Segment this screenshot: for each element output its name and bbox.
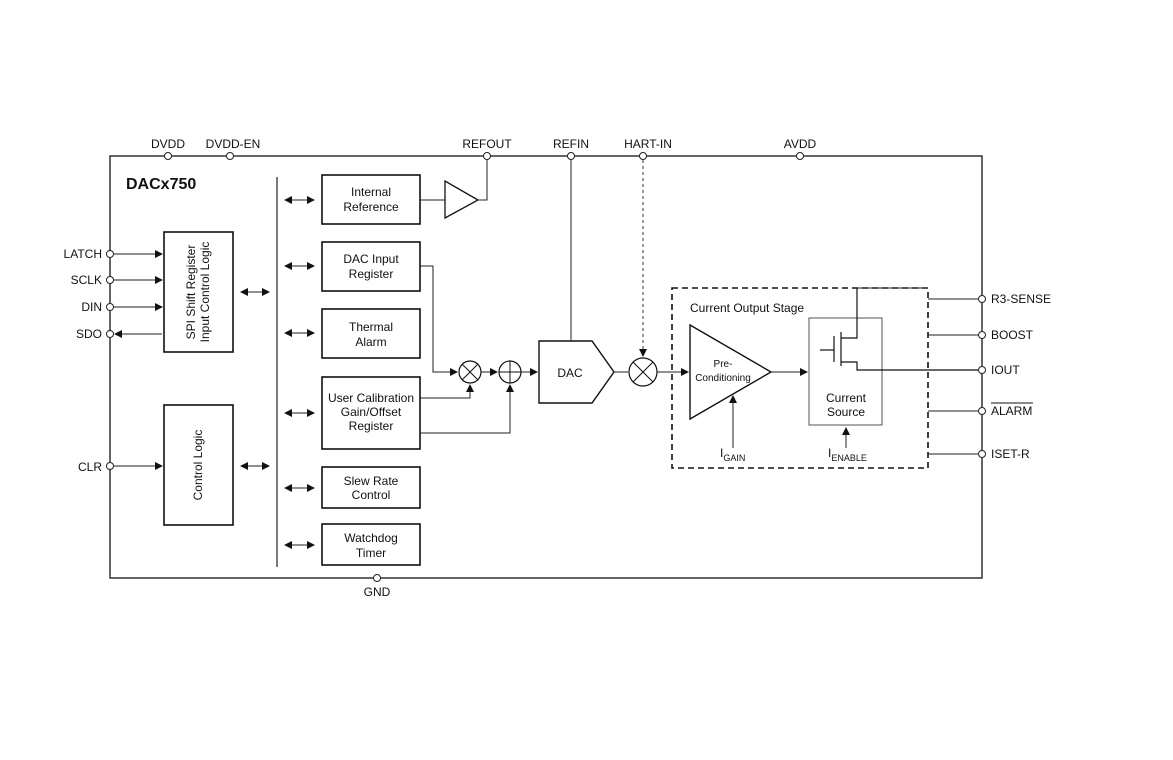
pin-din: [106, 303, 114, 311]
spi-block-label: SPI Shift Register: [184, 245, 198, 340]
pin-label-refout: REFOUT: [462, 137, 512, 151]
left-pins: LATCH SCLK DIN SDO CLR: [64, 247, 163, 474]
output-transistor: [820, 288, 978, 371]
pin-alarm: [978, 407, 986, 415]
dac-label: DAC: [557, 366, 583, 380]
pin-dvdd-en: [226, 152, 234, 160]
control-logic-label: Control Logic: [191, 430, 205, 501]
pin-hart-in: [639, 152, 647, 160]
pin-label-avdd: AVDD: [784, 137, 817, 151]
pin-clr: [106, 462, 114, 470]
pin-label-refin: REFIN: [553, 137, 589, 151]
pin-label-sclk: SCLK: [71, 273, 102, 287]
pin-label-latch: LATCH: [64, 247, 102, 261]
pin-label-gnd: GND: [364, 585, 391, 599]
pin-label-clr: CLR: [78, 460, 102, 474]
spi-block: [163, 231, 234, 353]
current-output-stage-label: Current Output Stage: [690, 301, 804, 315]
preconditioning-amp: [689, 323, 773, 421]
pin-latch: [106, 250, 114, 258]
pin-label-alarm: ALARM: [991, 404, 1032, 418]
reference-buffer: [444, 179, 480, 220]
pin-label-iout: IOUT: [991, 363, 1020, 377]
dac-block: [538, 340, 615, 404]
i-gain-label: IGAIN: [720, 446, 745, 463]
pin-boost: [978, 331, 986, 339]
pin-label-sdo: SDO: [76, 327, 102, 341]
current-source-block: [808, 317, 883, 426]
top-pins: DVDD DVDD-EN REFOUT REFIN HART-IN AVDD: [151, 137, 817, 160]
pin-label-boost: BOOST: [991, 328, 1034, 342]
thermal-alarm-block: [321, 308, 421, 359]
i-enable-label: IENABLE: [828, 446, 867, 463]
pin-dvdd: [164, 152, 172, 160]
slew-rate-block: [321, 466, 421, 509]
pin-sdo: [106, 330, 114, 338]
pin-refout: [483, 152, 491, 160]
dac-input-register-block: [321, 241, 421, 292]
spi-block-label-2: Input Control Logic: [198, 242, 212, 343]
user-calibration-block: [321, 376, 421, 450]
pin-refin: [567, 152, 575, 160]
pin-label-iset-r: ISET-R: [991, 447, 1030, 461]
pin-label-dvdd: DVDD: [151, 137, 185, 151]
pin-avdd: [796, 152, 804, 160]
pin-sclk: [106, 276, 114, 284]
control-logic-block: [163, 404, 234, 526]
pin-label-r3-sense: R3-SENSE: [991, 292, 1051, 306]
pin-label-hart-in: HART-IN: [624, 137, 672, 151]
preconditioning-label: Pre-Conditioning: [695, 359, 751, 384]
pin-label-din: DIN: [81, 300, 102, 314]
watchdog-block: [321, 523, 421, 566]
pin-label-dvdd-en: DVDD-EN: [206, 137, 261, 151]
current-output-stage: [671, 287, 929, 469]
pin-gnd: [373, 574, 381, 582]
pin-r3-sense: [978, 295, 986, 303]
pin-iout: [978, 366, 986, 374]
right-pins: R3-SENSE BOOST IOUT ALARM ISET-R: [978, 292, 1051, 461]
chip-title: DACx750: [126, 176, 196, 193]
pin-iset-r: [978, 450, 986, 458]
